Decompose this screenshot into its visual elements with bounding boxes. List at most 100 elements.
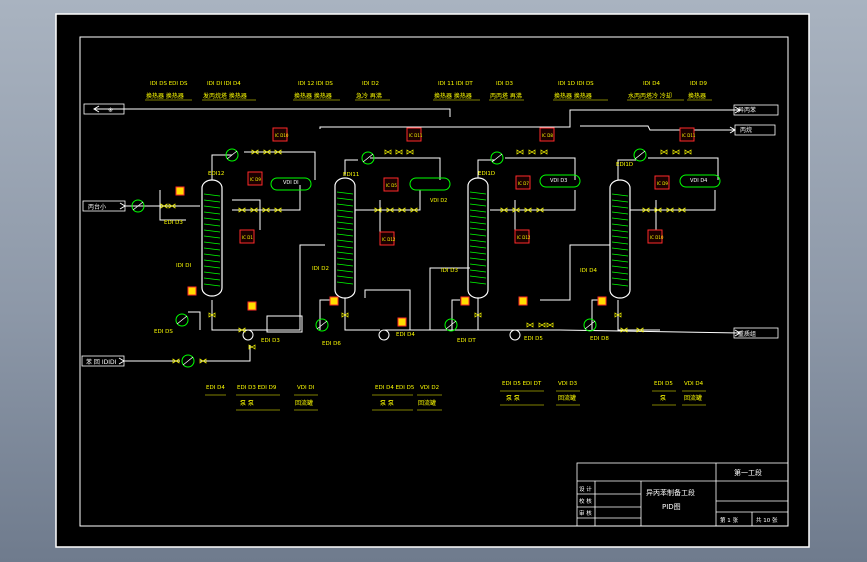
footer-label: 回流罐 xyxy=(418,399,436,407)
footer-label: EDI D5 xyxy=(654,381,673,387)
indicator-instrument xyxy=(397,317,407,327)
indicator-instrument xyxy=(597,296,607,306)
instrument-tag: IC D5 xyxy=(386,183,397,188)
column-tray xyxy=(336,275,354,279)
column-tray xyxy=(611,229,629,233)
control-instrument xyxy=(379,231,395,246)
instrument-tag: IC D10 xyxy=(275,133,289,138)
column-shell xyxy=(334,177,356,299)
stream-label: 苯 回 IDIDI xyxy=(86,358,117,366)
title-row: 校 核 xyxy=(579,497,592,505)
heat-exchanger xyxy=(633,148,647,162)
control-instrument xyxy=(539,127,555,142)
column-tray xyxy=(611,205,629,209)
equipment-tag: EDI11 xyxy=(343,172,359,178)
control-instrument xyxy=(239,229,255,244)
valve xyxy=(395,149,403,155)
equipment-tag: EDI D3 xyxy=(261,338,280,344)
valve xyxy=(660,149,668,155)
column-tray xyxy=(336,239,354,243)
column-tray xyxy=(203,223,221,227)
indicator-instrument xyxy=(518,296,528,306)
flow-arrow xyxy=(734,329,741,337)
indicator-instrument xyxy=(187,286,197,296)
buffer-vessel xyxy=(266,315,303,333)
exchanger-tube xyxy=(182,356,194,366)
footer-label: EDI D3 EDI D9 xyxy=(237,385,277,391)
header-label: 发丙烷塔 换热器 xyxy=(203,92,247,100)
header-label: 换热器 换热器 xyxy=(554,92,592,100)
footer-label: EDI D4 EDI D5 xyxy=(375,385,415,391)
column-tray xyxy=(469,227,487,231)
column-tray xyxy=(611,241,629,245)
control-instrument xyxy=(406,127,422,142)
valve xyxy=(262,207,270,213)
valve xyxy=(528,149,536,155)
column-tray xyxy=(611,217,629,221)
valve xyxy=(238,327,246,333)
valve xyxy=(341,312,349,318)
equipment-tag: EDI12 xyxy=(208,171,224,177)
exchanger-tube xyxy=(226,150,238,160)
column-tray xyxy=(336,233,354,237)
equipment-tag: EDI DT xyxy=(457,338,476,344)
title-block xyxy=(576,462,789,527)
header-label: IDI DS EDI DS xyxy=(150,81,188,87)
drum-tag: VDI DI xyxy=(283,180,299,186)
header-label: IDI 11 IDI DT xyxy=(438,81,473,87)
heat-exchanger xyxy=(490,151,504,165)
valve xyxy=(384,149,392,155)
reflux-drum xyxy=(679,174,721,188)
column-tray xyxy=(469,197,487,201)
valve xyxy=(526,322,534,328)
footer-label: VDI D3 xyxy=(558,381,578,387)
control-instrument xyxy=(272,127,288,142)
column-tray xyxy=(336,203,354,207)
exchanger-tube xyxy=(445,320,457,330)
stream-box xyxy=(733,327,779,339)
header-label: 急冷 再沸 xyxy=(356,92,382,100)
header-label: IDI D2 xyxy=(362,81,379,87)
column-tray xyxy=(611,193,629,197)
heat-exchanger xyxy=(175,313,189,327)
column-tray xyxy=(336,263,354,267)
header-label: IDI 12 IDI DS xyxy=(298,81,333,87)
exchanger-tube xyxy=(176,315,188,325)
column-tray xyxy=(203,205,221,209)
valve xyxy=(524,207,532,213)
stream-box xyxy=(734,124,776,136)
instrument-tag: IC D12 xyxy=(382,237,396,242)
column-tray xyxy=(203,247,221,251)
drawing-subtitle: PID图 xyxy=(662,503,681,511)
column-shell xyxy=(201,179,223,297)
header-label: 换热器 xyxy=(688,92,706,100)
column-tray xyxy=(611,235,629,239)
stream-box xyxy=(82,200,126,212)
control-instrument xyxy=(654,175,670,190)
valve xyxy=(620,327,628,333)
footer-label: VDI DI xyxy=(297,385,315,391)
column-tray xyxy=(203,193,221,197)
valve xyxy=(274,207,282,213)
equipment-tag: IDI DI xyxy=(176,263,191,269)
column-tray xyxy=(203,253,221,257)
pump xyxy=(509,329,521,341)
control-instrument xyxy=(514,229,530,244)
exchanger-tube xyxy=(584,320,596,330)
indicator-instrument xyxy=(329,296,339,306)
valve xyxy=(250,207,258,213)
column-tray xyxy=(469,221,487,225)
valve xyxy=(512,207,520,213)
valve xyxy=(678,207,686,213)
valve xyxy=(642,207,650,213)
equipment-tag: EDI D5 xyxy=(524,336,543,342)
instrument-tag: IC D11 xyxy=(682,133,696,138)
equipment-tag: EDI1D xyxy=(478,171,495,177)
column-tray xyxy=(611,211,629,215)
control-instrument xyxy=(679,127,695,142)
header-label: IDI D4 xyxy=(643,81,660,87)
equipment-tag: IDI D3 xyxy=(441,268,458,274)
column-tray xyxy=(469,275,487,279)
footer-label: 泵 泵 xyxy=(506,395,520,402)
